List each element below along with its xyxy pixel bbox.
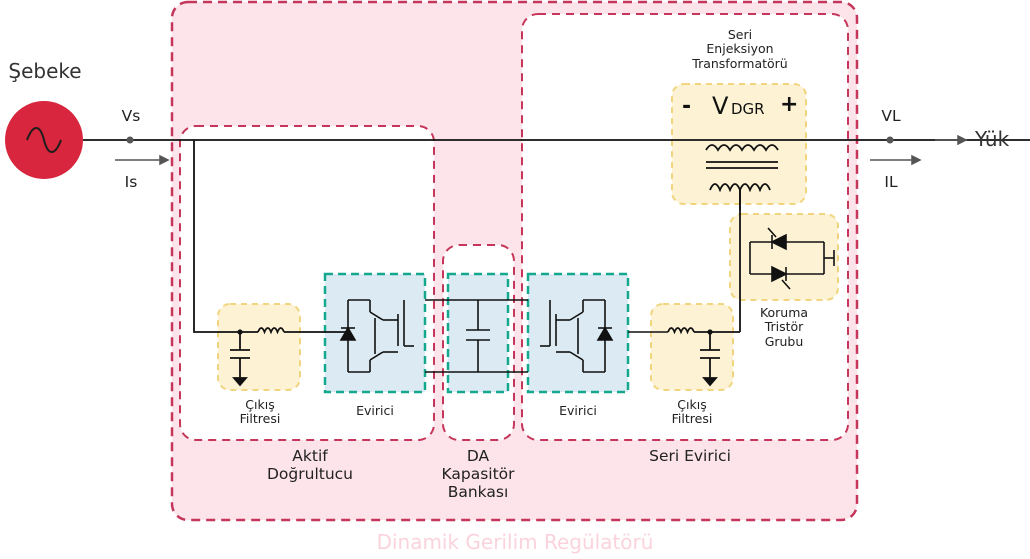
- il-label: IL: [884, 173, 898, 191]
- filter-right-box: [650, 303, 734, 391]
- inverter-left-label: Evirici: [356, 403, 394, 418]
- igbt-left: [339, 299, 414, 373]
- transformer-title: Seri Enjeksiyon Transformatörü: [692, 27, 788, 71]
- vdgr-plus: +: [780, 92, 799, 117]
- series-inverter-label: Seri Evirici: [649, 447, 731, 465]
- filter-left-box: [217, 303, 301, 391]
- source-label: Şebeke: [8, 59, 82, 83]
- dc-bank-label: DA Kapasitör Bankası: [441, 447, 515, 501]
- regulator-title: Dinamik Gerilim Regülatörü: [376, 530, 654, 554]
- filter-right-label: Çıkış Filtresi: [671, 397, 713, 427]
- vdgr-sub: DGR: [731, 100, 765, 118]
- sine-icon: [26, 127, 62, 153]
- active-rectifier-label: Aktif Doğrultucu: [266, 447, 353, 483]
- rectifier-wiring: [193, 140, 348, 387]
- load-label: Yük: [975, 127, 1010, 151]
- filter-left-label: Çıkış Filtresi: [239, 397, 281, 427]
- thyristor-symbol: [749, 227, 835, 290]
- junction-dot-right: [707, 329, 713, 335]
- vs-label: Vs: [121, 107, 141, 125]
- vdgr-main: V: [712, 92, 729, 120]
- transformer-box: [671, 83, 807, 205]
- vdgr-minus: -: [682, 94, 692, 119]
- dc-bus: [425, 299, 528, 373]
- node-vs: [126, 136, 134, 144]
- vdgr-label: - V DGR +: [682, 92, 802, 122]
- thyristor-box: [729, 213, 839, 301]
- dc-cap-box: [446, 272, 510, 394]
- thyristor-label: Koruma Tristör Grubu: [759, 305, 809, 349]
- is-label: Is: [124, 173, 138, 191]
- junction-dot: [237, 329, 243, 335]
- filter-right-wiring: [667, 190, 741, 387]
- transformer-symbol: [705, 144, 779, 210]
- inverter-right-label: Evirici: [559, 403, 597, 418]
- current-arrows: [115, 134, 968, 166]
- node-vl: [886, 136, 894, 144]
- igbt-right: [540, 299, 668, 373]
- vl-label: VL: [881, 107, 901, 125]
